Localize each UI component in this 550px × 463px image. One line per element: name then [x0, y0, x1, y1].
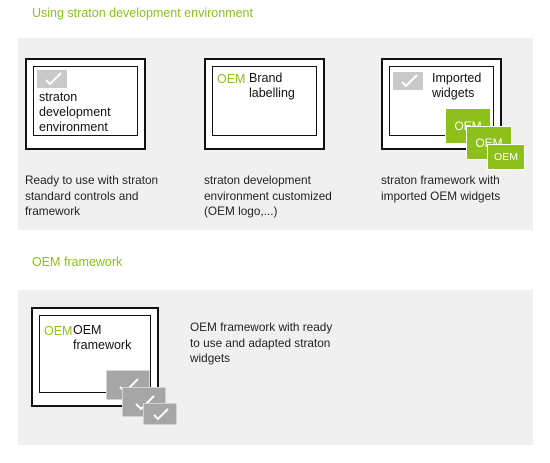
standard-screen: straton development environment	[25, 58, 146, 150]
brand-screen-inner	[212, 66, 317, 136]
description-line: imported OEM widgets	[381, 188, 501, 203]
title-line: straton	[39, 90, 78, 104]
title-line: framework	[73, 338, 132, 352]
section-heading-dev-env: Using straton development environment	[32, 6, 253, 20]
oem-widget-card: OEM	[488, 145, 524, 169]
description-line: OEM framework with ready	[190, 320, 333, 334]
standard-screen-title: straton development environment	[39, 90, 111, 135]
description-line: widgets	[190, 351, 230, 365]
brand-description: straton development environment customiz…	[204, 173, 332, 220]
title-line: labelling	[249, 86, 295, 100]
description-line: environment customized	[204, 188, 332, 203]
oem-logo-text: OEM	[44, 324, 73, 338]
standard-description: Ready to use with straton standard contr…	[25, 173, 158, 220]
description-line: standard controls and	[25, 188, 139, 203]
oem-logo-text: OEM	[217, 72, 246, 86]
checkmark-logo-icon	[393, 72, 423, 90]
title-line: OEM	[73, 323, 102, 337]
title-line: Brand	[249, 71, 283, 85]
description-line: straton framework with	[381, 173, 500, 187]
description-line: framework	[25, 204, 81, 218]
title-line: development	[39, 105, 111, 119]
oem-framework-screen-title: OEM framework	[73, 323, 131, 353]
title-line: widgets	[432, 86, 475, 100]
description-line: (OEM logo,...)	[204, 204, 278, 218]
brand-screen: OEM Brand labelling	[204, 58, 325, 150]
checkmark-logo-icon	[37, 70, 67, 88]
description-line: straton development	[204, 173, 311, 187]
oem-framework-screen: OEM OEM framework	[31, 307, 159, 407]
checkmark-logo-icon	[143, 403, 177, 425]
brand-screen-title: Brand labelling	[249, 71, 295, 101]
imported-screen: Imported widgets	[381, 58, 502, 150]
imported-screen-title: Imported widgets	[432, 71, 481, 101]
title-line: Imported	[432, 71, 482, 85]
oem-framework-panel: OEM OEM framework OEM framework with rea…	[18, 290, 533, 445]
title-line: environment	[39, 120, 108, 134]
oem-framework-description: OEM framework with ready to use and adap…	[190, 320, 332, 367]
imported-description: straton framework with imported OEM widg…	[381, 173, 500, 204]
description-line: Ready to use with straton	[25, 173, 159, 187]
description-line: to use and adapted straton	[190, 335, 331, 350]
dev-env-panel: straton development environment OEM Bran…	[18, 38, 533, 230]
section-heading-oem-framework: OEM framework	[32, 255, 123, 269]
